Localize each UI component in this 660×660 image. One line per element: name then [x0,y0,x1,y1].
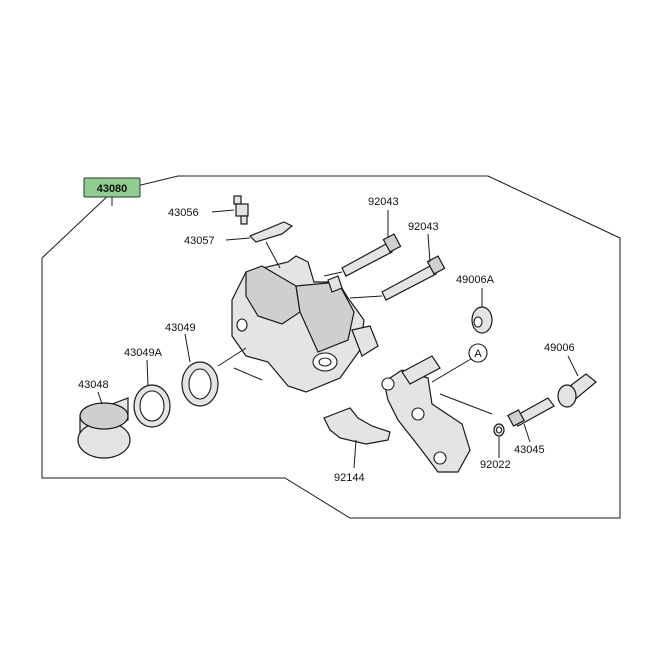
label-92144: 92144 [334,472,365,484]
caliper-body[interactable] [231,255,379,393]
label-43057: 43057 [184,235,215,247]
callout-a-text: A [474,348,482,360]
caliper-bracket[interactable] [381,355,471,473]
slide-pin-upper[interactable] [341,233,402,277]
label-92022: 92022 [480,459,511,471]
label-43056: 43056 [168,207,199,219]
assembly-frame [41,175,621,519]
brake-piston[interactable] [77,397,131,459]
pad-spring[interactable] [323,407,391,445]
dust-seal[interactable] [133,384,171,428]
bracket-pin[interactable] [507,397,555,427]
assembly-label-text: 43080 [97,183,128,195]
label-43045: 43045 [514,444,545,456]
pin-boot[interactable] [471,306,493,334]
o-ring[interactable] [493,423,505,437]
piston-seal[interactable] [181,361,219,407]
bracket-bolt[interactable] [557,373,597,408]
label-92043-lower: 92043 [408,221,439,233]
bleeder-cap[interactable] [248,221,294,243]
label-49006: 49006 [544,342,575,354]
callout-a[interactable]: A [468,343,488,363]
slide-pin-lower[interactable] [381,255,446,301]
bleeder-valve[interactable] [233,195,249,225]
label-43049: 43049 [165,322,196,334]
label-92043-upper: 92043 [368,196,399,208]
label-49006A: 49006A [456,274,495,286]
assembly-label[interactable]: 43080 [83,177,141,198]
label-43049A: 43049A [124,347,163,359]
label-43048: 43048 [78,379,109,391]
